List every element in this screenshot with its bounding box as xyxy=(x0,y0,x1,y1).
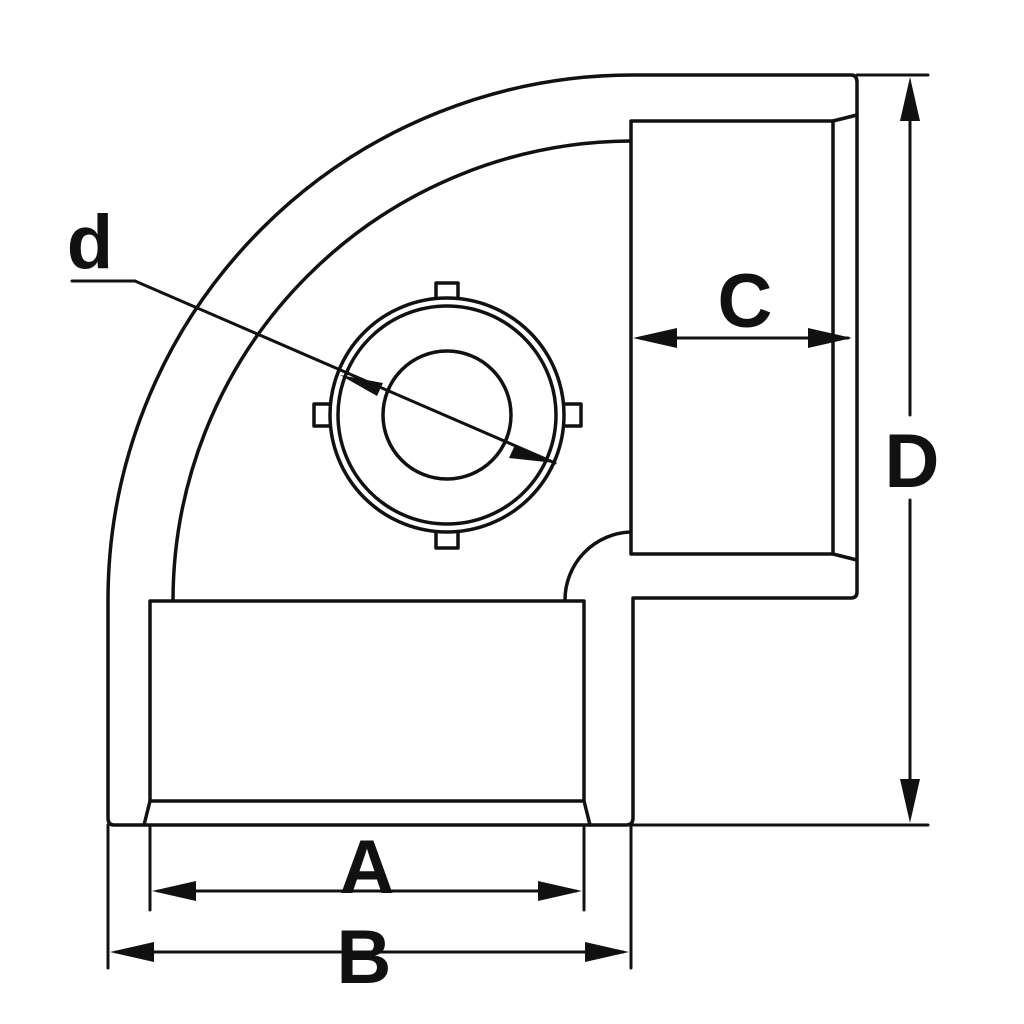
outer-contour xyxy=(106,73,859,827)
inner-bore-arc xyxy=(171,139,632,602)
dimension-b-arrow-right xyxy=(585,942,629,962)
dimension-b-arrow-left xyxy=(110,942,154,962)
dimension-c-arrow-left xyxy=(633,328,677,348)
label-b: B xyxy=(337,915,392,1000)
dimension-b: B xyxy=(106,823,633,1000)
inlet-bore xyxy=(381,349,513,481)
dimension-d-height-arrow-bottom xyxy=(900,779,920,823)
label-c: C xyxy=(718,259,773,344)
inlet-inner-ring xyxy=(336,304,558,526)
bottom-socket xyxy=(142,599,592,827)
dimension-d: d xyxy=(67,200,557,465)
dimension-d-height-arrow-top xyxy=(900,77,920,121)
inner-corner-fillet xyxy=(563,530,632,602)
bottom-socket-chamfer-right xyxy=(582,799,592,827)
dimension-a: A xyxy=(148,823,586,912)
label-d-height: D xyxy=(885,419,940,504)
dimension-a-arrow-left xyxy=(152,881,196,901)
dimension-c: C xyxy=(633,259,852,348)
dimension-a-arrow-right xyxy=(538,881,582,901)
elbow-body xyxy=(106,73,859,827)
label-a: A xyxy=(340,825,395,910)
bottom-socket-chamfer-left xyxy=(142,799,152,827)
right-socket-chamfer-bottom xyxy=(831,552,859,562)
label-d: d xyxy=(67,200,113,285)
dimension-d-arrow-start xyxy=(340,375,383,396)
right-socket-chamfer-top xyxy=(831,113,859,123)
dimension-c-arrow-right xyxy=(808,328,852,348)
dimension-d-arrow-end xyxy=(509,445,555,463)
bottom-socket-rect xyxy=(148,599,586,803)
dimension-d-line xyxy=(133,279,557,465)
dimension-d-height: D xyxy=(631,73,940,827)
